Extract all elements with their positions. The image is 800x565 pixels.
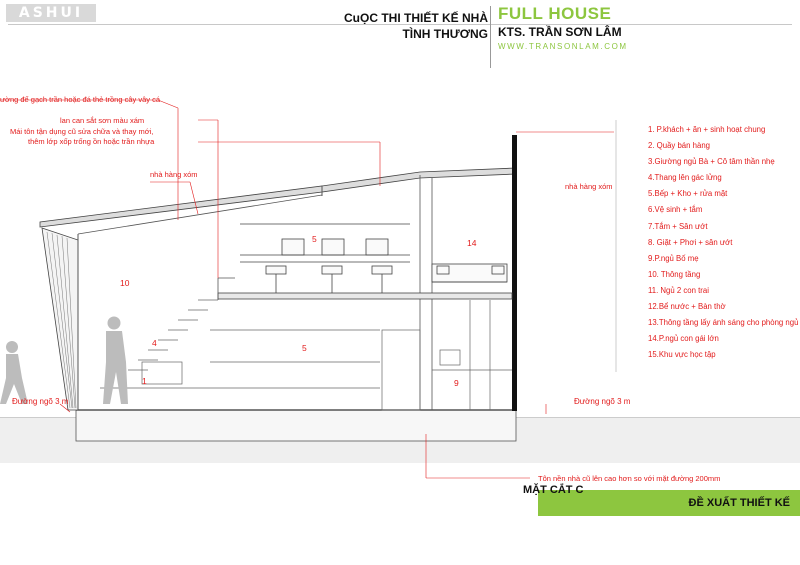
person-silhouette-right [103, 316, 128, 404]
right-boundary-wall [512, 135, 517, 411]
foundation-slab [75, 409, 517, 442]
room-number-10: 10 [120, 278, 130, 288]
legend-item: 5.Bếp + Kho + rửa mặt [648, 189, 728, 199]
road-label-left: Đường ngõ 3 m [12, 397, 69, 406]
staircase [128, 299, 218, 371]
roof-sheet [39, 185, 323, 228]
bed [431, 263, 508, 283]
room-number-14: 14 [467, 238, 477, 248]
kitchen-counters [100, 329, 421, 411]
room-legend: 1. P.khách + ăn + sinh hoạt chung 2. Quầ… [648, 124, 798, 365]
upper-roof [321, 167, 517, 193]
bedroom-parents [432, 300, 512, 410]
legend-item: 12.Bể nước + Bàn thờ [648, 302, 726, 312]
section-title: MẶT CẮT C [523, 484, 584, 496]
legend-item: 3.Giường ngủ Bà + Cô tâm thần nhẹ [648, 157, 775, 167]
legend-item: 7.Tắm + Sân ướt [648, 221, 708, 231]
annotation-garden-wall: ường để gạch trần hoặc đá thẻ trồng cây … [0, 95, 161, 104]
proposal-label: ĐỀ XUẤT THIẾT KẾ [688, 497, 790, 509]
room-number-4: 4 [152, 338, 157, 348]
legend-item: 10. Thông tầng [648, 269, 701, 279]
legend-item: 8. Giặt + Phơi + sân ướt [648, 237, 733, 247]
annotation-roof-line1: Mái tôn tận dụng cũ sửa chữa và thay mới… [10, 127, 154, 136]
legend-item: 2. Quầy bán hàng [648, 141, 710, 151]
competition-title: CuỌC THI THIẾT KẾ NHÀ TÌNH THƯƠNG [344, 10, 488, 42]
study-area [240, 223, 410, 293]
room-number-1: 1 [142, 376, 147, 386]
header-divider [8, 24, 792, 25]
ashui-logo: ASHUI [6, 4, 96, 22]
ceiling-line [77, 194, 323, 235]
legend-item: 15.Khu vực học tập [648, 350, 716, 360]
annotation-floor-level: Tôn nền nhà cũ lên cao hơn so với mặt đư… [538, 474, 721, 483]
annotation-neighbor-right: nhà hàng xóm [565, 182, 613, 191]
annotation-leaders [0, 99, 614, 479]
room-number-9: 9 [454, 378, 459, 388]
annotation-neighbor-left: nhà hàng xóm [150, 170, 198, 179]
project-brand: FULL HOUSE [498, 4, 612, 23]
annotation-roof-line2: thêm lớp xốp trống ồn hoặc trần nhựa [28, 137, 155, 146]
facade-screen [41, 227, 79, 411]
mezzanine-slab [217, 292, 513, 300]
header-separator [490, 6, 491, 68]
competition-title-line1: CuỌC THI THIẾT KẾ NHÀ [344, 11, 488, 25]
legend-item: 6.Vệ sinh + tắm [648, 205, 703, 215]
screen-slats [46, 231, 77, 409]
room-number-5-mezzanine: 5 [312, 234, 317, 244]
legend-item: 14.P.ngủ con gái lớn [648, 334, 719, 344]
person-silhouette-left [0, 341, 28, 404]
annotation-railing: lan can sắt sơn màu xám [60, 116, 145, 125]
road-label-right: Đường ngõ 3 m [574, 397, 631, 406]
legend-item: 13.Thông tầng lấy ánh sáng cho phòng ngủ [648, 318, 799, 328]
proposal-banner: ĐỀ XUẤT THIẾT KẾ [538, 490, 800, 516]
room-number-5-ground: 5 [302, 343, 307, 353]
competition-title-line2: TÌNH THƯƠNG [402, 27, 488, 41]
legend-item: 4.Thang lên gác lửng [648, 173, 722, 183]
legend-item: 9.P.ngủ Bố mẹ [648, 253, 699, 263]
legend-item: 1. P.khách + ăn + sinh hoạt chung [648, 125, 766, 134]
architect-name: KTS. TRẦN SƠN LÂM [498, 25, 622, 39]
legend-item: 11. Ngủ 2 con trai [648, 285, 709, 295]
website-link[interactable]: WWW.TRANSONLAM.COM [498, 42, 628, 51]
